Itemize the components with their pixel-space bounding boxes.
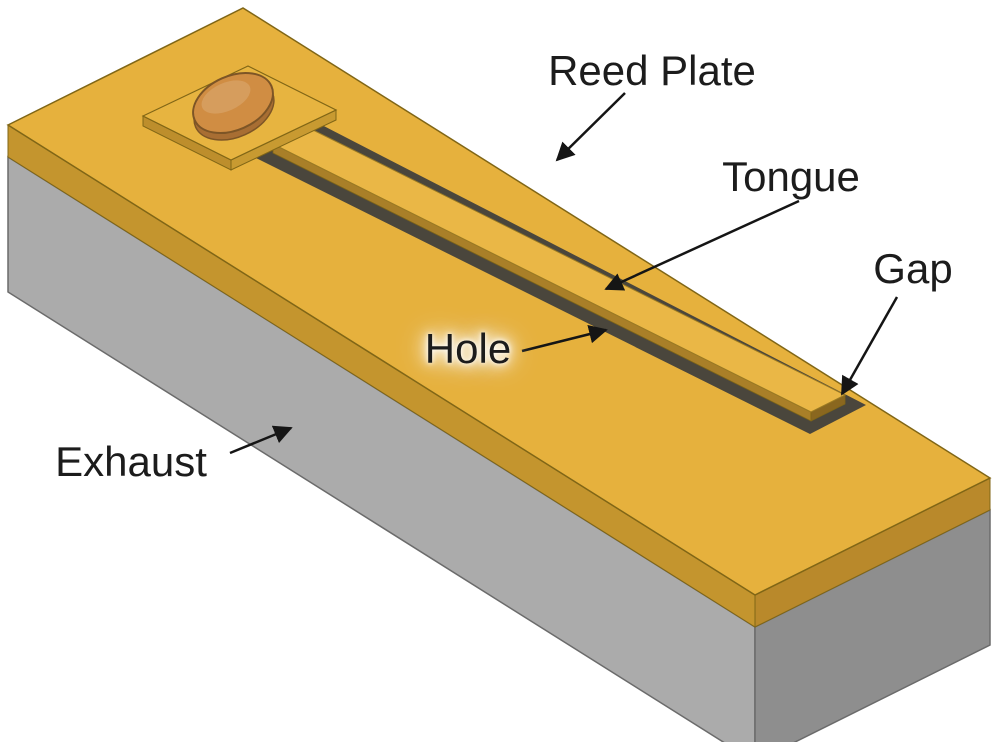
rivet [192,71,275,141]
label-hole: Hole [424,325,512,372]
hole-arrow [521,324,608,353]
label-reed-plate: Reed Plate [548,47,756,94]
tongue-arrow [604,199,800,291]
label-gap: Gap [873,245,953,292]
gap-arrow [840,296,899,396]
label-exhaust: Exhaust [55,438,207,485]
reed-plate-arrow [555,92,626,162]
exhaust-arrow [229,425,293,455]
label-tongue: Tongue [722,153,860,200]
